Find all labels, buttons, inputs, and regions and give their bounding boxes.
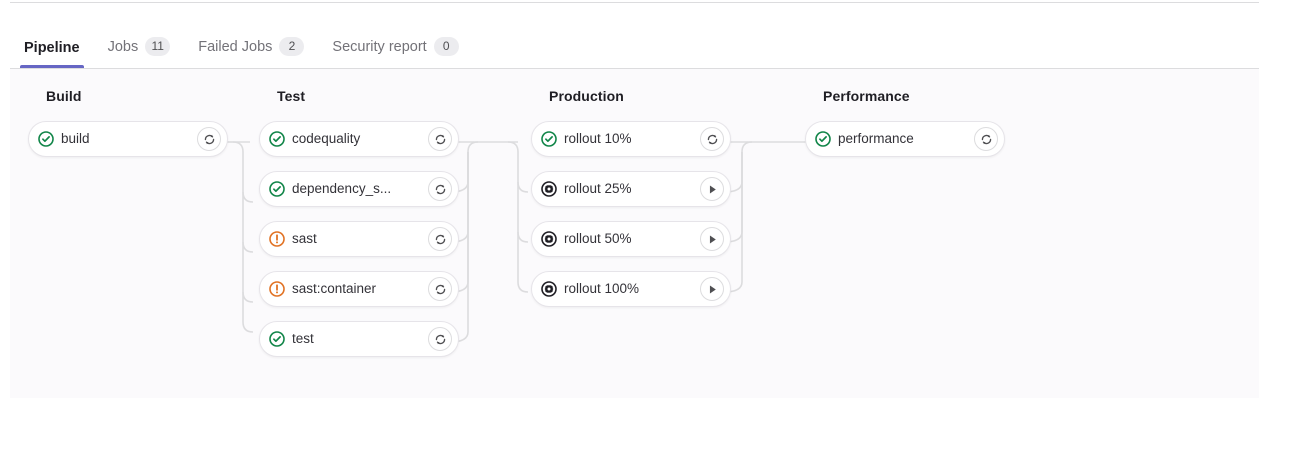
job-name: test xyxy=(292,331,314,346)
stage-job-list: build xyxy=(28,121,228,171)
stage-job-list: performance xyxy=(805,121,1005,171)
check-circle-icon xyxy=(541,131,557,147)
tab-label: Jobs xyxy=(107,38,139,55)
play-icon xyxy=(707,184,718,195)
check-circle-icon xyxy=(269,131,285,147)
pipeline-job-card[interactable]: rollout 10% xyxy=(531,121,731,157)
job-name: dependency_s... xyxy=(292,181,392,196)
stage-title: Production xyxy=(549,88,624,104)
pipeline-job-card[interactable]: build xyxy=(28,121,228,157)
pipeline-tab-bar: Pipeline Jobs 11 Failed Jobs 2 Security repor… xyxy=(10,3,1259,69)
warning-circle-icon xyxy=(269,231,285,247)
job-retry-button[interactable] xyxy=(428,277,452,301)
job-retry-button[interactable] xyxy=(428,227,452,251)
job-play-button[interactable] xyxy=(700,277,724,301)
retry-icon xyxy=(434,333,447,346)
job-play-button[interactable] xyxy=(700,177,724,201)
manual-cog-icon xyxy=(541,181,557,197)
pipeline-job-card[interactable]: sast:container xyxy=(259,271,459,307)
check-circle-icon xyxy=(38,131,54,147)
job-play-button[interactable] xyxy=(700,227,724,251)
tab-count-badge: 0 xyxy=(433,37,459,56)
tab-security-report[interactable]: Security report 0 xyxy=(318,37,472,68)
job-name: sast xyxy=(292,231,317,246)
job-retry-button[interactable] xyxy=(428,327,452,351)
pipeline-stage-production: Production rollout 10% rollout 25% rollout … xyxy=(531,69,731,307)
job-retry-button[interactable] xyxy=(197,127,221,151)
pipeline-job-card[interactable]: test xyxy=(259,321,459,357)
pipeline-job-card[interactable]: rollout 25% xyxy=(531,171,731,207)
retry-icon xyxy=(980,133,993,146)
stage-title: Test xyxy=(277,88,306,104)
tab-pipeline[interactable]: Pipeline xyxy=(10,40,94,68)
stage-title: Performance xyxy=(823,88,910,104)
pipeline-job-card[interactable]: rollout 50% xyxy=(531,221,731,257)
pipeline-graph-canvas: Build build Test codequality dependency_s...… xyxy=(10,69,1259,398)
tab-failed-jobs[interactable]: Failed Jobs 2 xyxy=(184,37,318,68)
tab-count-badge: 11 xyxy=(145,37,171,56)
play-icon xyxy=(707,284,718,295)
retry-icon xyxy=(434,183,447,196)
warning-circle-icon xyxy=(269,281,285,297)
pipeline-stage-test: Test codequality dependency_s...sast sast:c… xyxy=(259,69,459,357)
play-icon xyxy=(707,234,718,245)
job-name: build xyxy=(61,131,90,146)
pipeline-job-card[interactable]: codequality xyxy=(259,121,459,157)
job-name: codequality xyxy=(292,131,361,146)
pipeline-stage-build: Build build xyxy=(28,69,228,157)
tab-label: Failed Jobs xyxy=(198,38,273,55)
job-name: performance xyxy=(838,131,914,146)
job-name: rollout 10% xyxy=(564,131,632,146)
stage-job-list: codequality dependency_s...sast sast:conta… xyxy=(259,121,459,371)
tab-jobs[interactable]: Jobs 11 xyxy=(94,37,185,68)
pipeline-job-card[interactable]: sast xyxy=(259,221,459,257)
job-retry-button[interactable] xyxy=(700,127,724,151)
job-retry-button[interactable] xyxy=(428,177,452,201)
retry-icon xyxy=(706,133,719,146)
manual-cog-icon xyxy=(541,281,557,297)
pipeline-job-card[interactable]: rollout 100% xyxy=(531,271,731,307)
top-divider xyxy=(10,2,1259,3)
check-circle-icon xyxy=(269,181,285,197)
job-name: sast:container xyxy=(292,281,377,296)
retry-icon xyxy=(434,233,447,246)
stage-job-list: rollout 10% rollout 25% rollout 50% rollout… xyxy=(531,121,731,321)
retry-icon xyxy=(434,133,447,146)
pipeline-job-card[interactable]: performance xyxy=(805,121,1005,157)
pipeline-job-card[interactable]: dependency_s... xyxy=(259,171,459,207)
job-retry-button[interactable] xyxy=(428,127,452,151)
tab-label: Pipeline xyxy=(24,40,80,56)
pipeline-stage-performance: Performance performance xyxy=(805,69,1005,157)
job-name: rollout 100% xyxy=(564,281,640,296)
tab-label: Security report xyxy=(332,38,427,55)
retry-icon xyxy=(434,283,447,296)
manual-cog-icon xyxy=(541,231,557,247)
check-circle-icon xyxy=(269,331,285,347)
retry-icon xyxy=(203,133,216,146)
stage-title: Build xyxy=(46,88,82,104)
job-name: rollout 25% xyxy=(564,181,632,196)
check-circle-icon xyxy=(815,131,831,147)
job-name: rollout 50% xyxy=(564,231,632,246)
tab-strip: Pipeline Jobs 11 Failed Jobs 2 Security repor… xyxy=(10,24,473,68)
job-retry-button[interactable] xyxy=(974,127,998,151)
tab-count-badge: 2 xyxy=(279,37,305,56)
